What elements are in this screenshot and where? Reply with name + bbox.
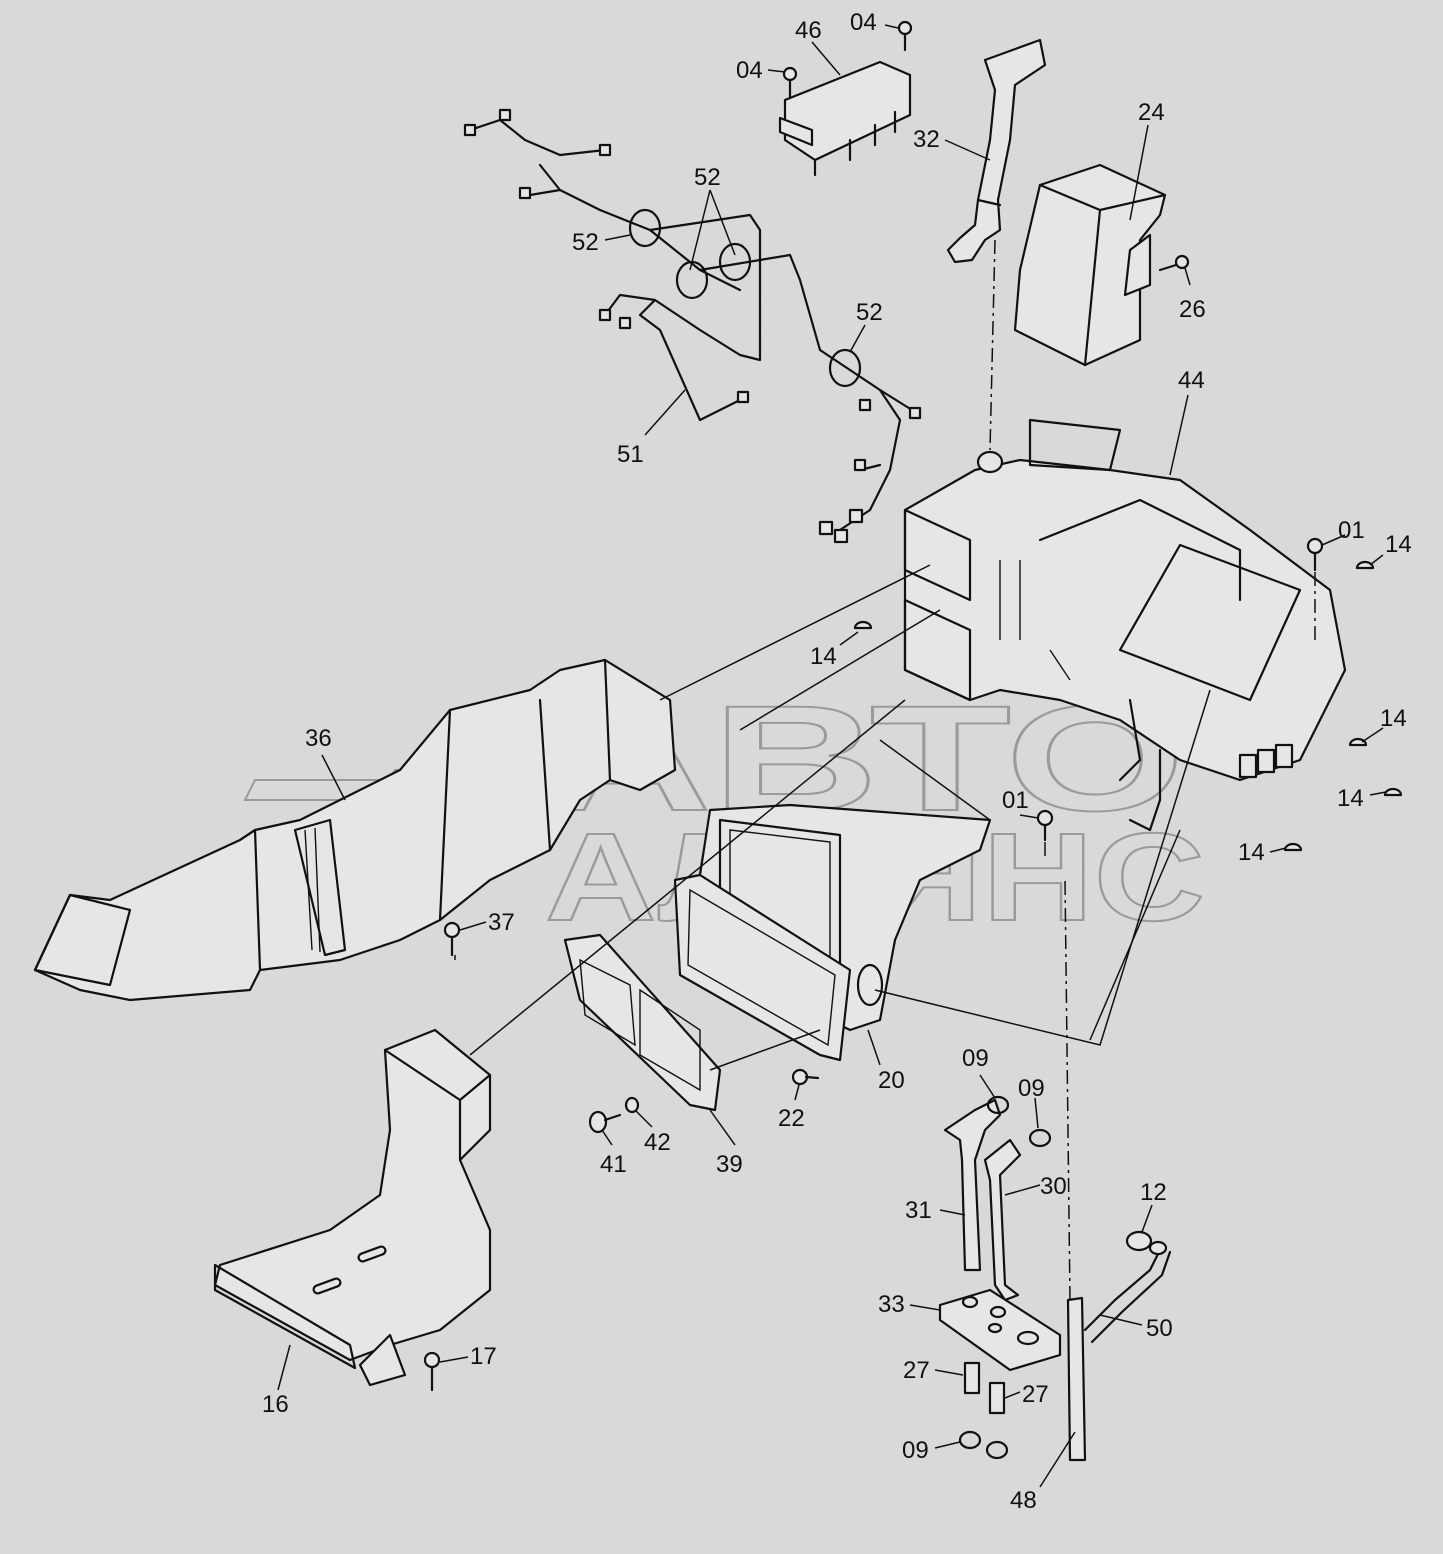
clamps-09 <box>958 1095 1052 1460</box>
part-32-air-duct <box>946 38 1047 264</box>
fittings-27 <box>963 1361 1006 1415</box>
bolt-37 <box>443 921 461 957</box>
callout-51: 51 <box>617 441 644 468</box>
part-24-duct-box <box>1013 163 1167 367</box>
bolt-01-upper <box>1306 537 1324 572</box>
rivets-14 <box>853 560 1403 852</box>
callout-09: 09 <box>962 1045 989 1072</box>
callout-14: 14 <box>1385 531 1412 558</box>
part-52-clips <box>628 208 862 388</box>
callout-52: 52 <box>694 164 721 191</box>
bolt-17 <box>423 1351 441 1392</box>
part-30-hose <box>983 1138 1022 1302</box>
callout-39: 39 <box>716 1151 743 1178</box>
callout-14: 14 <box>1337 785 1364 812</box>
callout-26: 26 <box>1179 296 1206 323</box>
callout-14: 14 <box>810 643 837 670</box>
assembly-lines <box>454 239 1316 1071</box>
bolt-04-left <box>782 66 798 100</box>
callout-09: 09 <box>1018 1075 1045 1102</box>
callout-48: 48 <box>1010 1487 1037 1514</box>
callout-52: 52 <box>856 299 883 326</box>
screw-42 <box>624 1096 640 1114</box>
callout-36: 36 <box>305 725 332 752</box>
callout-01: 01 <box>1338 517 1365 544</box>
bolt-26 <box>1158 254 1190 272</box>
callout-24: 24 <box>1138 99 1165 126</box>
callout-leaders <box>277 24 1387 1488</box>
screw-41 <box>588 1110 622 1134</box>
callout-52: 52 <box>572 229 599 256</box>
callout-50: 50 <box>1146 1315 1173 1342</box>
part-12-cap <box>1125 1230 1153 1252</box>
callout-04: 04 <box>850 9 877 36</box>
part-48-tube <box>1064 879 1087 1462</box>
callout-44: 44 <box>1178 367 1205 394</box>
callout-14: 14 <box>1380 705 1407 732</box>
part-39-filter-frame <box>563 873 852 1112</box>
callout-37: 37 <box>488 909 515 936</box>
part-16-floor-duct <box>213 1028 492 1387</box>
callout-09: 09 <box>902 1437 929 1464</box>
callout-14: 14 <box>1238 839 1265 866</box>
callout-12: 12 <box>1140 1179 1167 1206</box>
callout-33: 33 <box>878 1291 905 1318</box>
callout-41: 41 <box>600 1151 627 1178</box>
part-51-wiring-harness <box>463 108 922 544</box>
callout-30: 30 <box>1040 1173 1067 1200</box>
callout-22: 22 <box>778 1105 805 1132</box>
callout-20: 20 <box>878 1067 905 1094</box>
callout-27: 27 <box>903 1357 930 1384</box>
callouts: 46 04 04 32 24 52 52 52 51 26 44 01 14 1… <box>262 9 1412 1514</box>
part-46-control-unit <box>778 60 912 177</box>
callout-01: 01 <box>1002 787 1029 814</box>
part-36-main-duct <box>33 658 677 1002</box>
callout-16: 16 <box>262 1391 289 1418</box>
callout-32: 32 <box>913 126 940 153</box>
part-44-heater-unit <box>903 418 1347 832</box>
callout-31: 31 <box>905 1197 932 1224</box>
callout-17: 17 <box>470 1343 497 1370</box>
bolt-04-right <box>897 20 913 52</box>
part-33-plate <box>938 1288 1062 1372</box>
callout-27: 27 <box>1022 1381 1049 1408</box>
callout-46: 46 <box>795 17 822 44</box>
callout-42: 42 <box>644 1129 671 1156</box>
screw-22 <box>791 1068 820 1086</box>
callout-04: 04 <box>736 57 763 84</box>
